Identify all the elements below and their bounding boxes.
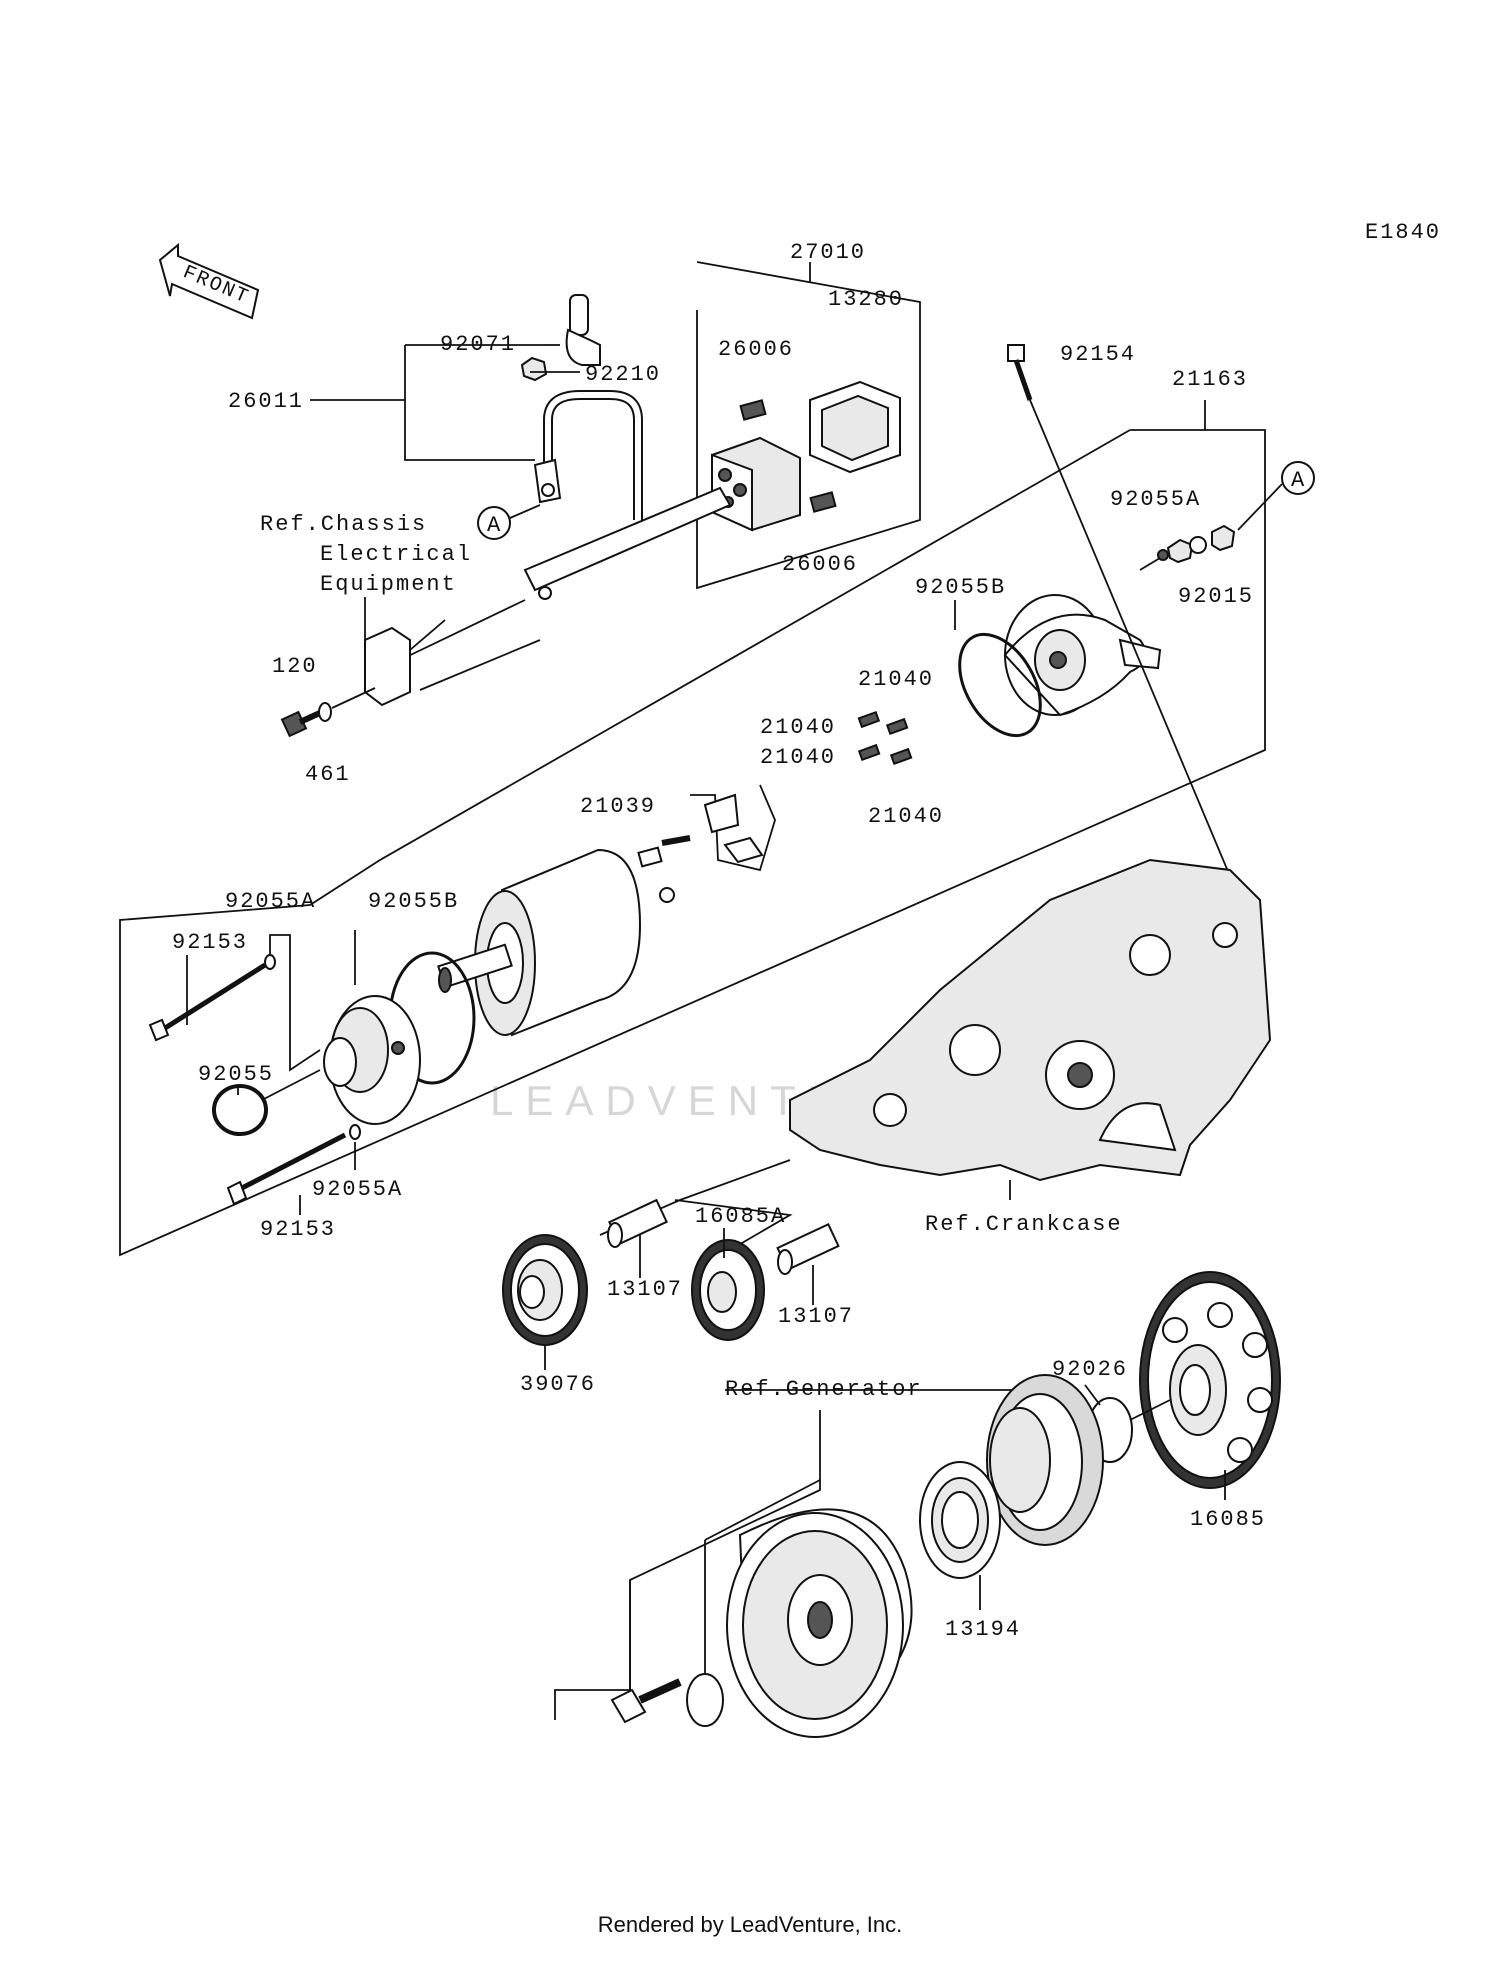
ref-chassis-line1: Ref.Chassis: [260, 512, 427, 537]
starter-cable-part: [399, 390, 732, 691]
o-ring-part-92055: [212, 1084, 268, 1136]
part-label-120: 120: [272, 654, 318, 679]
gear-part-16085A: [691, 1239, 765, 1341]
relay-cover-part: [809, 380, 901, 474]
part-label-21040-b: 21040: [760, 715, 836, 740]
rotor-washer-part: [686, 1673, 724, 1727]
part-label-92153-top: 92153: [172, 930, 248, 955]
part-label-92153-bottom: 92153: [260, 1217, 336, 1242]
part-label-92154: 92154: [1060, 342, 1136, 367]
flywheel-rotor-part: [726, 1508, 913, 1738]
part-label-21040-a: 21040: [858, 667, 934, 692]
part-label-13280: 13280: [828, 287, 904, 312]
part-label-26006-b: 26006: [782, 552, 858, 577]
part-label-39076: 39076: [520, 1372, 596, 1397]
starter-clutch-gear-part: [1139, 1271, 1281, 1489]
bolt-part-120: [280, 709, 324, 738]
terminal-boot-part: [565, 294, 601, 366]
gear-group-bracket: [674, 1199, 793, 1251]
part-label-16085A: 16085A: [695, 1204, 786, 1229]
callout-a-left-text: A: [487, 513, 502, 538]
part-label-92055B-top: 92055B: [915, 575, 1006, 600]
diagram-code: E1840: [1365, 220, 1441, 245]
part-label-92055B-left: 92055B: [368, 889, 459, 914]
part-label-92055: 92055: [198, 1062, 274, 1087]
part-label-21039: 21039: [580, 794, 656, 819]
part-label-92055A-top: 92055A: [1110, 487, 1201, 512]
part-label-26006-a: 26006: [718, 337, 794, 362]
idler-gear-part-39076: [502, 1234, 588, 1346]
nut-stack-top: [1157, 524, 1236, 564]
one-way-clutch-part: [919, 1461, 1001, 1579]
starter-motor-part: [437, 848, 642, 1037]
rear-cover-part: [1003, 594, 1162, 717]
part-label-27010: 27010: [790, 240, 866, 265]
fuse-part-upper: [739, 399, 767, 421]
starter-relay-part: [711, 436, 801, 532]
nut-part-92210: [520, 356, 548, 382]
starter-frame-outline: [119, 429, 1266, 1257]
bolt-part-92154: [1007, 344, 1241, 901]
brush-holder-part: [637, 784, 776, 903]
starter-clutch-housing-part: [986, 1374, 1104, 1546]
fuse-part-lower: [809, 491, 837, 513]
ref-chassis-line2: Electrical: [320, 542, 472, 567]
front-arrow-icon: FRONT: [158, 242, 260, 320]
callout-a-right: [1281, 461, 1315, 495]
part-label-461: 461: [305, 762, 351, 787]
part-label-21040-c: 21040: [760, 745, 836, 770]
part-label-16085: 16085: [1190, 1507, 1266, 1532]
part-label-26011: 26011: [228, 389, 304, 414]
chassis-connector-part: [364, 619, 446, 707]
o-ring-part-top: [958, 632, 1042, 738]
part-label-92210: 92210: [585, 362, 661, 387]
part-label-92015: 92015: [1178, 584, 1254, 609]
ref-chassis-line3: Equipment: [320, 572, 457, 597]
brush-springs-part: [857, 710, 913, 766]
ref-crankcase: Ref.Crankcase: [925, 1212, 1123, 1237]
part-label-13107-b: 13107: [778, 1304, 854, 1329]
part-label-13107-a: 13107: [607, 1277, 683, 1302]
part-label-92055A-bottom: 92055A: [312, 1177, 403, 1202]
front-cover-part: [323, 995, 421, 1125]
rotor-bolt-part: [610, 1678, 682, 1724]
ref-generator: Ref.Generator: [725, 1377, 923, 1402]
part-label-13194: 13194: [945, 1617, 1021, 1642]
shaft-part-13107-b: [776, 1222, 840, 1275]
through-bolt-part-bottom: [226, 1124, 361, 1206]
part-label-21163: 21163: [1172, 367, 1248, 392]
callout-a-left: [477, 506, 511, 540]
part-label-92071: 92071: [440, 332, 516, 357]
washer-part-461: [318, 702, 332, 722]
through-bolt-part-top: [148, 954, 276, 1042]
shaft-part-13107-a: [607, 1198, 668, 1248]
callout-a-right-text: A: [1291, 468, 1306, 493]
part-label-92026: 92026: [1052, 1357, 1128, 1382]
part-label-92055A-left: 92055A: [225, 889, 316, 914]
footer-credit: Rendered by LeadVenture, Inc.: [597, 1912, 903, 1937]
crankcase-part: [789, 858, 1272, 1182]
part-label-21040-d: 21040: [868, 804, 944, 829]
